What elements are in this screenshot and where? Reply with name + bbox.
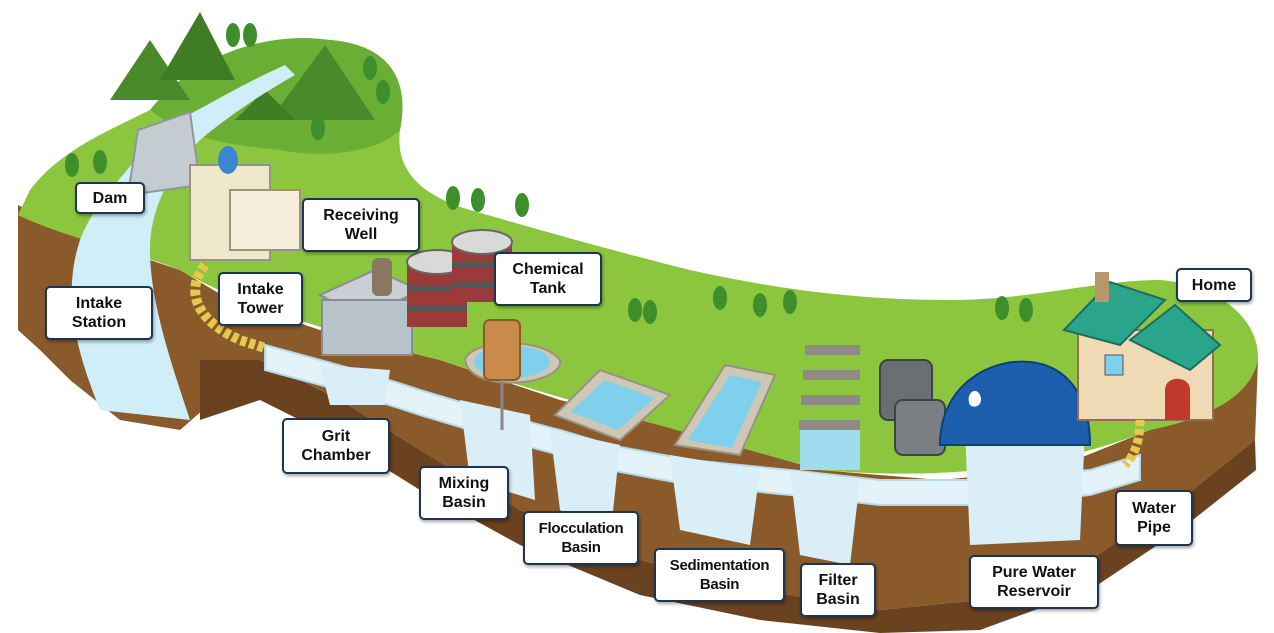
label-home-line-1: Home [1191, 276, 1237, 294]
label-pure-water-reservoir: Pure Water Reservoir [969, 555, 1099, 609]
trees [65, 23, 1033, 324]
label-flocculation-basin-line-2: Basin [561, 539, 601, 556]
intake-tower-annex [229, 189, 301, 251]
label-filter-basin-line-1: Filter [818, 572, 858, 589]
mountain-2 [160, 12, 235, 80]
label-mixing-basin-line-2: Basin [442, 494, 486, 511]
label-sedimentation-basin: Sedimentation Basin [654, 548, 785, 602]
label-water-pipe-line-2: Pipe [1137, 519, 1171, 536]
mountain-1 [110, 40, 190, 100]
mixer-tower [483, 319, 521, 430]
label-intake-station-line-1: Intake [75, 295, 123, 312]
label-intake-station-line-2: Station [71, 314, 127, 331]
label-filter-basin-line-2: Basin [816, 591, 860, 608]
label-intake-tower-line-1: Intake [237, 281, 284, 298]
label-chemical-tank: Chemical Tank [494, 252, 602, 306]
storage-tanks [879, 359, 946, 456]
label-chemical-tank-line-2: Tank [529, 280, 567, 297]
label-dam: Dam [75, 182, 145, 214]
label-sedimentation-basin-line-1: Sedimentation [669, 557, 770, 574]
label-grit-chamber-line-2: Chamber [301, 447, 371, 464]
label-grit-chamber: Grit Chamber [282, 418, 390, 474]
reservoir-drop [968, 390, 982, 407]
label-flocculation-basin: Flocculation Basin [523, 511, 639, 565]
grit-chimney [372, 258, 392, 296]
label-pure-water-reservoir-line-1: Pure Water [992, 564, 1076, 581]
intake-pipe [190, 261, 267, 353]
label-intake-tower-line-2: Tower [237, 300, 284, 317]
filter-tiers [799, 345, 860, 430]
label-mixing-basin: Mixing Basin [419, 466, 509, 520]
grit-building [321, 299, 413, 356]
soil-body [18, 205, 1258, 610]
label-filter-basin: Filter Basin [800, 563, 876, 617]
label-grit-chamber-line-1: Grit [321, 428, 351, 445]
house [1062, 272, 1222, 421]
label-flocculation-basin-line-1: Flocculation [538, 520, 624, 537]
mountain-3 [270, 45, 375, 120]
label-dam-line-1: Dam [92, 189, 128, 207]
label-intake-station: Intake Station [45, 286, 153, 340]
filter-water [800, 430, 860, 470]
soil-front-shade [200, 360, 1256, 633]
flocculation-pond-water [570, 380, 655, 430]
label-mixing-basin-line-1: Mixing [438, 475, 490, 492]
label-water-pipe: Water Pipe [1115, 490, 1193, 546]
label-receiving-well: Receiving Well [302, 198, 420, 252]
sedimentation-pond-water [688, 375, 762, 448]
reservoir-pit [965, 430, 1085, 545]
sedimentation-basin-pit [670, 455, 760, 545]
grit-chamber-pit [320, 365, 390, 405]
house-pipe [1121, 419, 1145, 469]
label-sedimentation-basin-line-2: Basin [699, 576, 740, 593]
label-pure-water-reservoir-line-2: Reservoir [997, 583, 1071, 600]
mountain-4 [235, 90, 295, 120]
label-intake-tower: Intake Tower [218, 272, 303, 326]
label-home: Home [1176, 268, 1252, 302]
water-tank-top [218, 146, 238, 174]
label-water-pipe-line-1: Water [1132, 500, 1176, 517]
label-receiving-well-line-1: Receiving [323, 207, 399, 224]
filter-basin-pit [790, 470, 860, 565]
label-receiving-well-line-2: Well [344, 226, 378, 243]
label-chemical-tank-line-1: Chemical [512, 261, 584, 278]
